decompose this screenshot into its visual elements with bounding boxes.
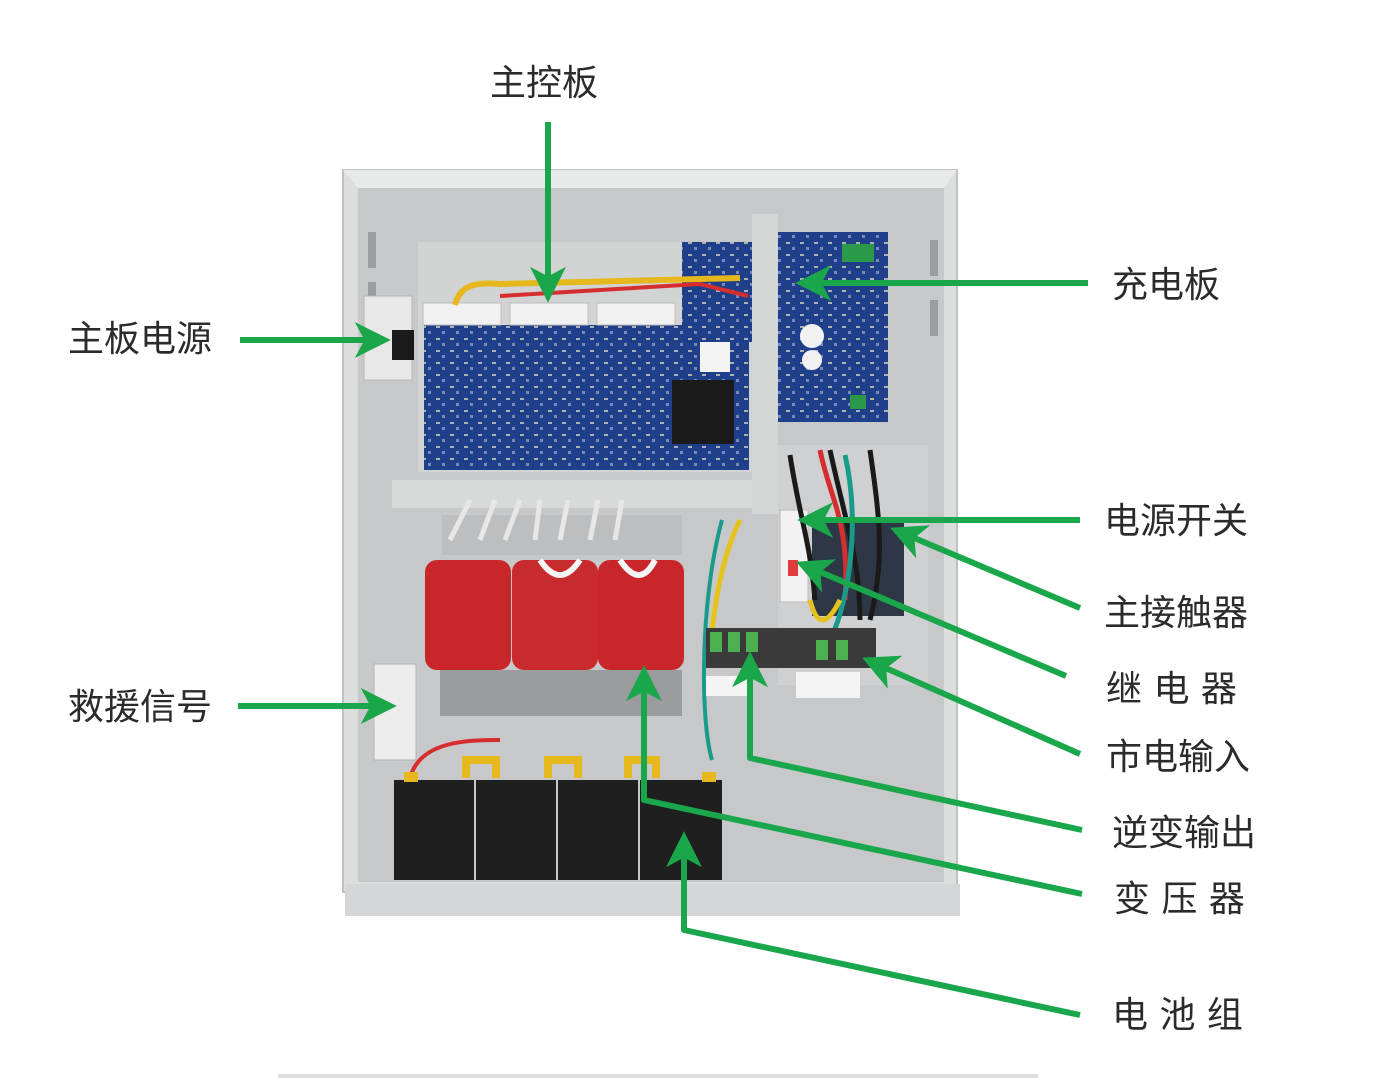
label-main-contactor: 主接触器 xyxy=(1104,593,1249,634)
label-mains-input: 市电输入 xyxy=(1106,737,1251,778)
arrow-inverter-output xyxy=(732,651,1083,833)
charging-board xyxy=(778,232,888,422)
main-board-power-connector xyxy=(392,330,414,360)
arrow-mains-input xyxy=(862,655,1082,757)
label-battery-pack: 电 池 组 xyxy=(1112,995,1243,1036)
label-rescue-signal: 救援信号 xyxy=(68,687,213,728)
main-control-board xyxy=(418,242,753,472)
arrow-relay xyxy=(796,559,1068,679)
arrow-transformer xyxy=(626,665,1083,897)
arrow-main-contactor xyxy=(890,525,1082,611)
rescue-signal-bracket xyxy=(373,663,417,761)
label-transformer: 变 压 器 xyxy=(1114,879,1245,920)
middle-shelf xyxy=(392,480,782,508)
label-main-control-board: 主控板 xyxy=(490,63,599,104)
label-charging-board: 充电板 xyxy=(1112,265,1221,306)
arrow-battery-pack xyxy=(666,831,1081,1018)
label-power-switch: 电源开关 xyxy=(1104,501,1249,542)
wiring-compartment xyxy=(701,445,928,761)
battery-pack xyxy=(394,738,722,880)
vertical-divider xyxy=(752,214,778,514)
label-main-board-power: 主板电源 xyxy=(68,319,213,360)
label-inverter-output: 逆变输出 xyxy=(1112,813,1257,854)
label-relay: 继 电 器 xyxy=(1106,669,1237,710)
